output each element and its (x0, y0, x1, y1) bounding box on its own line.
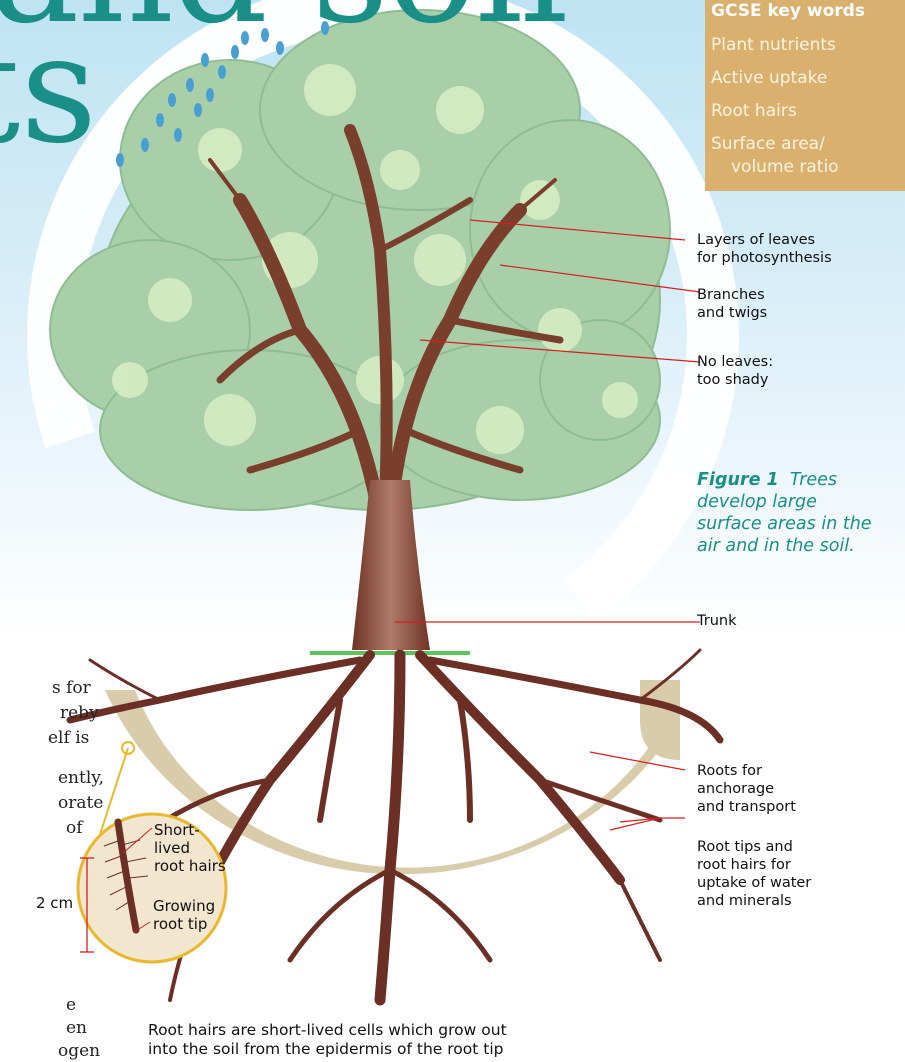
inset-growing-1: Growing (153, 898, 215, 915)
key-word-item: Active uptake (711, 68, 827, 88)
key-word-item: Root hairs (711, 101, 797, 121)
inset-short-lived-3: root hairs (154, 858, 226, 875)
body-text-fragment: of (66, 818, 83, 838)
figure-caption: Figure 1 Trees develop large surface are… (697, 469, 872, 557)
key-word-item: volume ratio (731, 157, 839, 177)
label-branches-line-1: Branches (697, 287, 765, 304)
label-roots-line-3: and transport (697, 799, 796, 816)
inset-short-lived-1: Short- (154, 822, 200, 839)
label-leaves-line-1: Layers of leaves (697, 232, 815, 249)
label-noleaves-line-2: too shady (697, 372, 768, 389)
body-text-fragment: en (66, 1018, 87, 1038)
label-roots-line-1: Roots for (697, 763, 762, 780)
body-text-fragment: e (66, 995, 76, 1015)
caption-line-3: surface areas in the (697, 514, 872, 534)
label-leaves-line-2: for photosynthesis (697, 250, 832, 267)
label-branches-line-2: and twigs (697, 305, 767, 322)
body-text-fragment: orate (58, 793, 103, 813)
body-text-fragment: reby (60, 703, 99, 723)
key-word-item: Plant nutrients (711, 35, 836, 55)
figure-number: Figure 1 (697, 470, 779, 490)
caption-line-2: develop large (697, 492, 817, 512)
caption-line-4: air and in the soil. (697, 536, 855, 556)
caption-line-1: Trees (790, 470, 837, 490)
label-tips-line-1: Root tips and (697, 839, 793, 856)
label-trunk: Trunk (697, 613, 736, 630)
inset-growing-2: root tip (153, 916, 207, 933)
inset-short-lived-2: lived (154, 840, 190, 857)
key-words-heading: GCSE key words (711, 1, 865, 21)
root-hair-caption-line-2: into the soil from the epidermis of the … (148, 1041, 503, 1058)
label-tips-line-2: root hairs for (697, 857, 791, 874)
label-roots-line-2: anchorage (697, 781, 774, 798)
root-hair-caption-line-1: Root hairs are short-lived cells which g… (148, 1022, 507, 1039)
scale-label: 2 cm (36, 895, 73, 912)
key-word-item: Surface area/ (711, 134, 825, 154)
body-text-fragment: elf is (48, 728, 89, 748)
label-noleaves-line-1: No leaves: (697, 354, 773, 371)
body-text-fragment: s for (52, 678, 91, 698)
chapter-title-line-2: ts (0, 15, 97, 165)
body-text-fragment: ently, (58, 768, 104, 788)
label-tips-line-4: and minerals (697, 893, 792, 910)
body-text-fragment: ogen (58, 1041, 100, 1061)
label-tips-line-3: uptake of water (697, 875, 811, 892)
